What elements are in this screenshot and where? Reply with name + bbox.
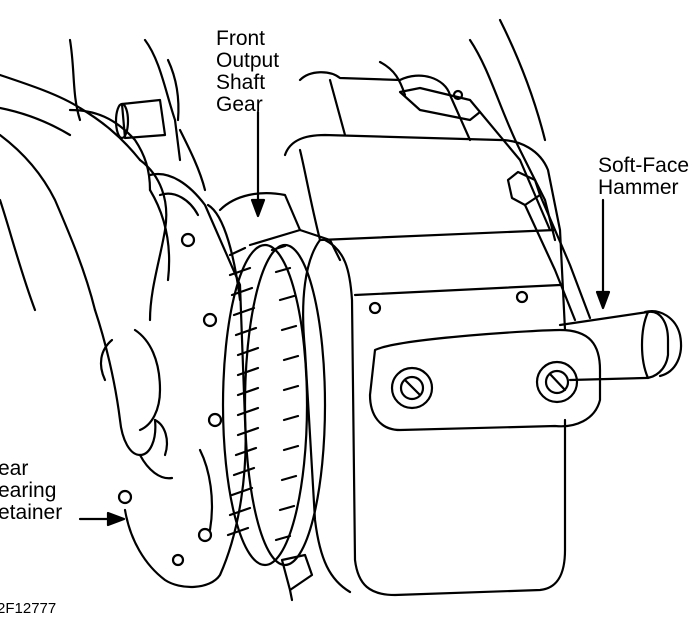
label-line: Output [216, 49, 280, 72]
gear-arrowhead [250, 198, 266, 218]
output-flange [368, 328, 602, 432]
label-line: Front [216, 27, 266, 50]
front-output-shaft-gear-label: Front Output Shaft Gear [216, 28, 279, 116]
label-line: Gear [216, 93, 263, 116]
drain-plug-bolt [280, 553, 314, 602]
label-line: earing [0, 479, 57, 502]
transfer-case-housing [283, 18, 567, 597]
hand [0, 73, 174, 480]
front-output-shaft-gear [218, 192, 342, 567]
rear-bearing-retainer-label: ear earing etainer [0, 458, 62, 524]
retainer-arrowhead [106, 511, 126, 527]
label-line: etainer [0, 501, 63, 524]
background-housing [68, 38, 207, 192]
hammer-arrowhead [595, 290, 611, 310]
figure-number: 2F12777 [0, 600, 57, 617]
label-line: Shaft [216, 71, 266, 94]
rear-bearing-retainer [117, 172, 247, 589]
label-line: ear [0, 457, 29, 480]
leader-lines [78, 110, 611, 527]
label-line: Soft-Face [598, 154, 690, 177]
label-line: Hammer [598, 176, 679, 199]
soft-face-hammer-label: Soft-Face Hammer [598, 155, 689, 199]
soft-face-hammer [506, 170, 683, 382]
